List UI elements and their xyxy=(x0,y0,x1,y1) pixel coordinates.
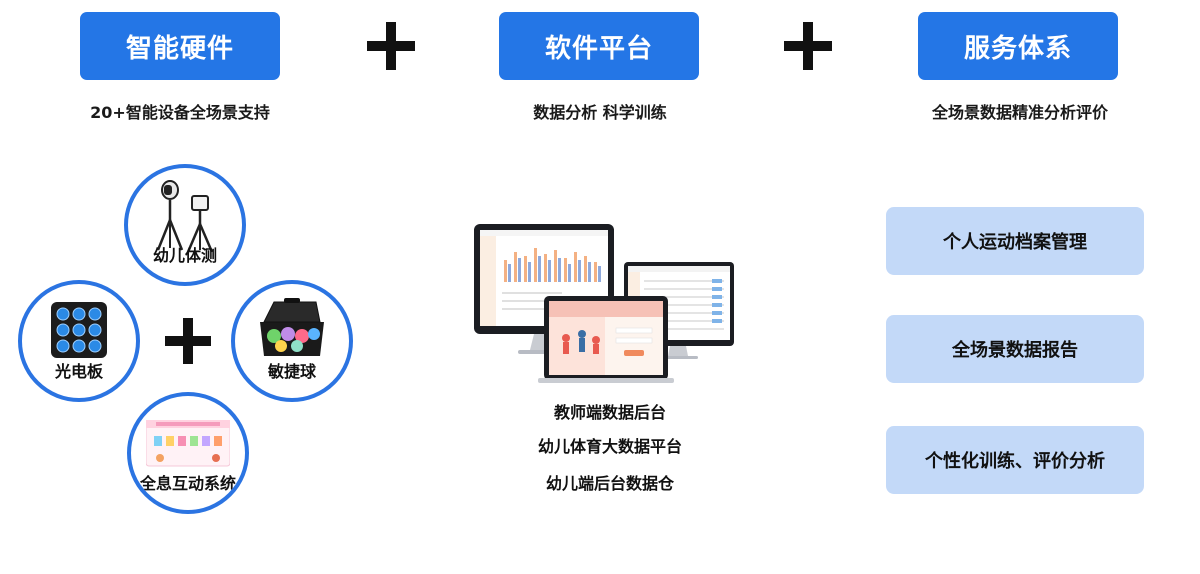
service-item-report: 全场景数据报告 xyxy=(886,315,1144,383)
pillar-software-subtitle: 数据分析 科学训练 xyxy=(533,103,667,122)
software-item: 教师端数据后台 xyxy=(553,403,666,422)
pillar-hardware: 智能硬件 xyxy=(80,12,280,80)
device-agility-ball-label: 敏捷球 xyxy=(267,362,316,381)
light-board-icon xyxy=(51,302,107,358)
pillar-hardware-title: 智能硬件 xyxy=(125,33,234,64)
pillar-software: 软件平台 xyxy=(499,12,699,80)
pillar-hardware-subtitle: 20+智能设备全场景支持 xyxy=(90,103,270,122)
tripod-camera-icon xyxy=(156,180,214,253)
pillar-service-title: 服务体系 xyxy=(963,33,1072,64)
ball-case-icon xyxy=(260,298,324,356)
service-item-training: 个性化训练、评价分析 xyxy=(886,426,1144,494)
device-hologram-label: 全息互动系统 xyxy=(139,474,236,493)
service-item-label: 个性化训练、评价分析 xyxy=(925,451,1105,472)
service-item-label: 全场景数据报告 xyxy=(952,340,1078,361)
device-body-test-label: 幼儿体测 xyxy=(152,246,217,265)
software-item: 幼儿体育大数据平台 xyxy=(537,437,682,456)
service-item-archive: 个人运动档案管理 xyxy=(886,207,1144,275)
device-hologram: 全息互动系统 xyxy=(127,392,249,514)
software-item: 幼儿端后台数据仓 xyxy=(545,474,674,493)
hologram-screen-icon xyxy=(146,420,230,467)
service-item-label: 个人运动档案管理 xyxy=(943,232,1087,253)
device-agility-ball: 敏捷球 xyxy=(231,280,353,402)
platform-screens-illustration xyxy=(474,224,734,383)
device-body-test: 幼儿体测 xyxy=(124,164,246,286)
plus-icon xyxy=(165,318,211,364)
pillar-service-subtitle: 全场景数据精准分析评价 xyxy=(931,103,1108,122)
device-light-board-label: 光电板 xyxy=(54,362,103,381)
pillar-service: 服务体系 xyxy=(918,12,1118,80)
plus-icon xyxy=(784,22,832,70)
plus-icon xyxy=(367,22,415,70)
device-light-board: 光电板 xyxy=(18,280,140,402)
pillar-software-title: 软件平台 xyxy=(544,33,653,64)
